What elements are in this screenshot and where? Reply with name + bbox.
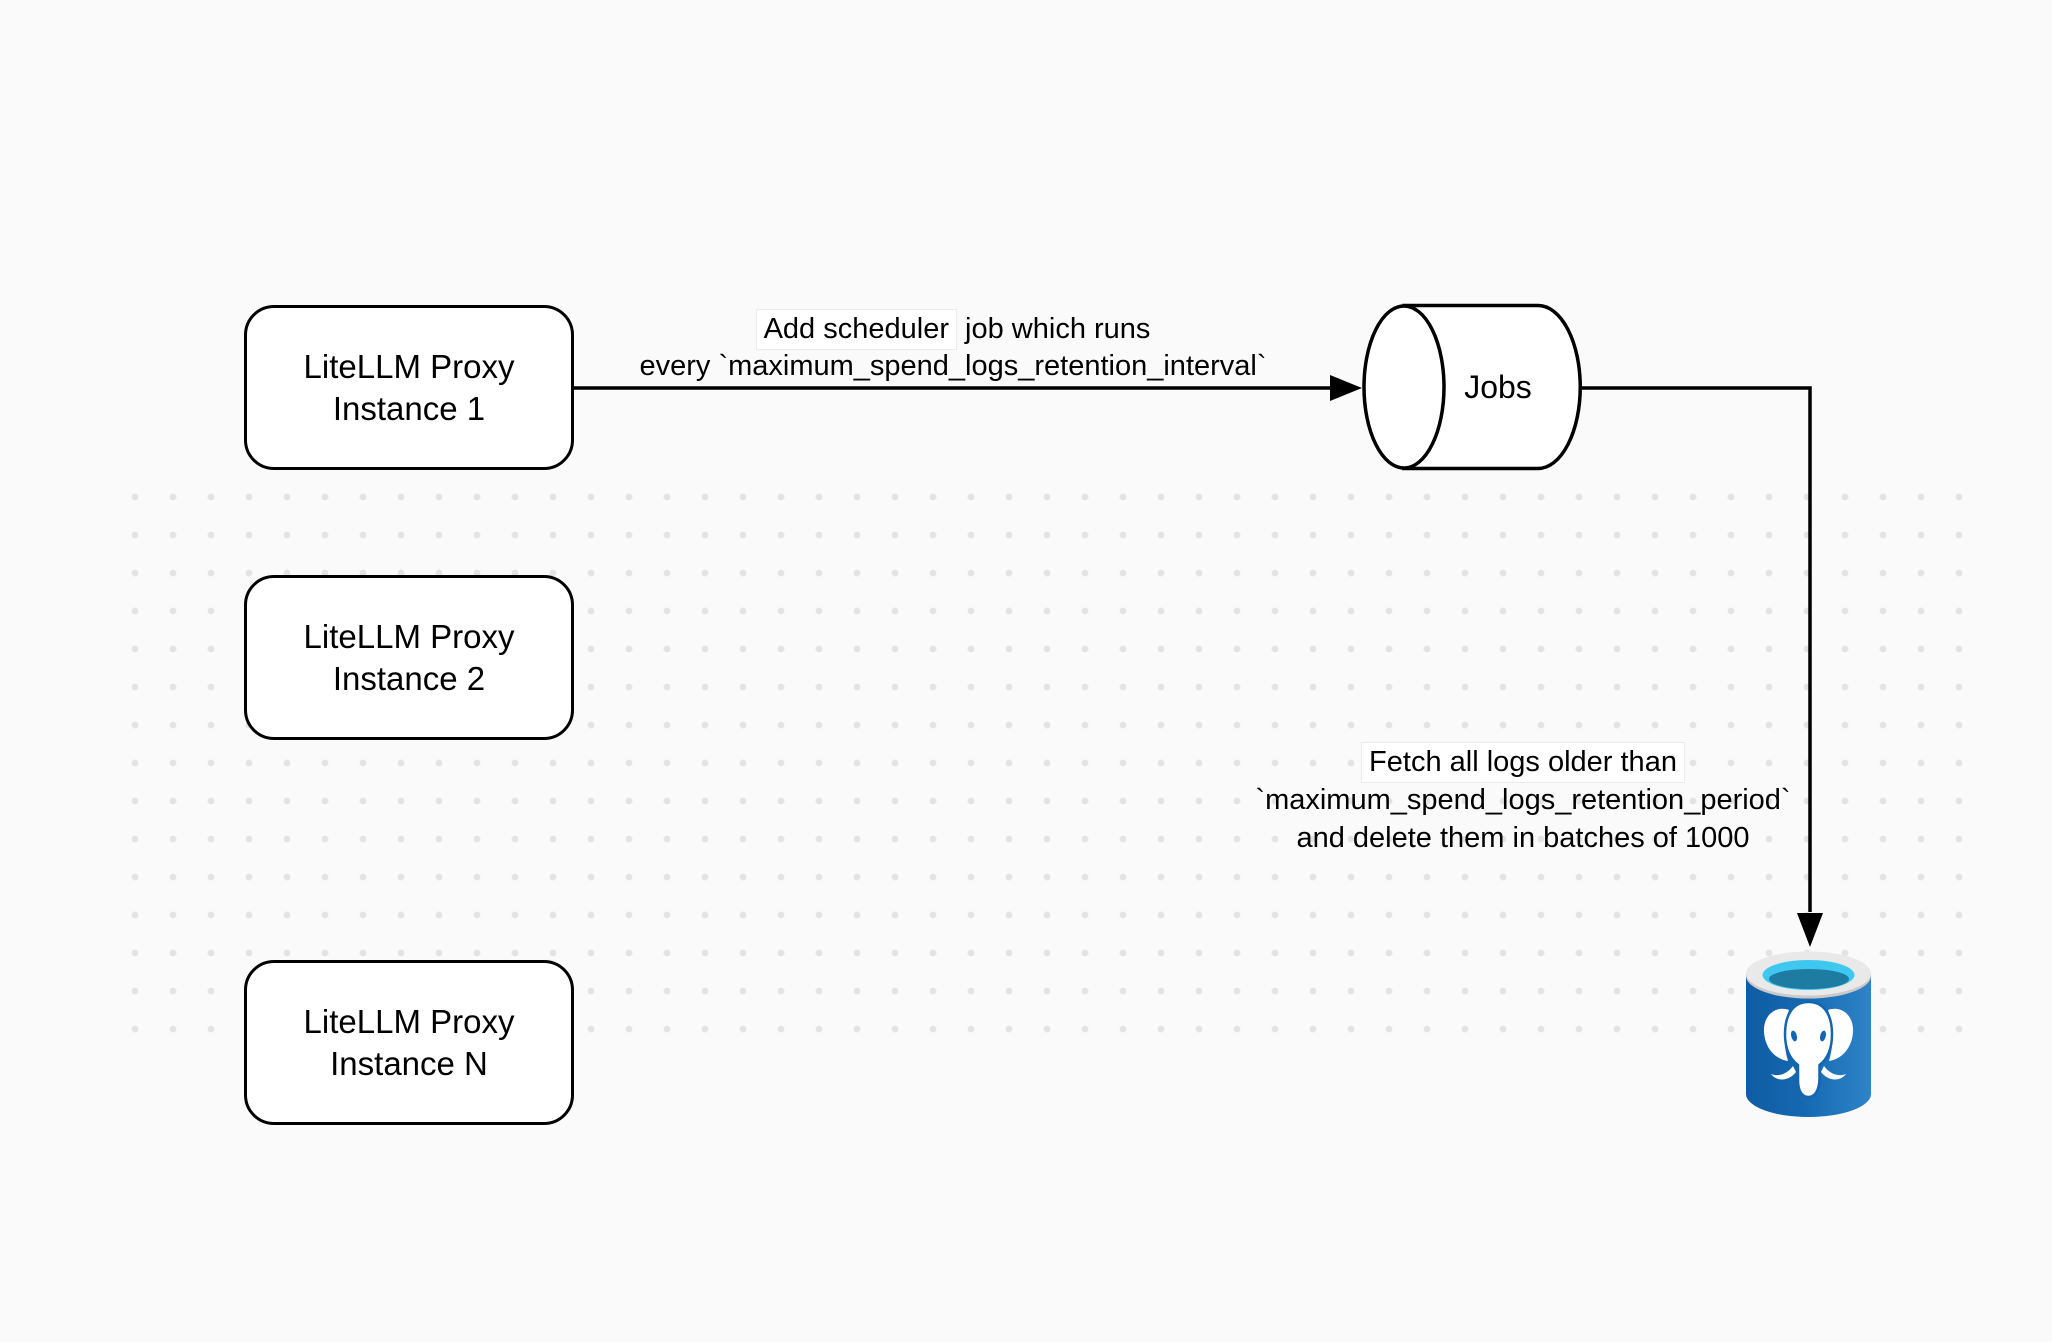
- node-label-line: Instance N: [330, 1044, 488, 1082]
- arrowhead-into-postgres-icon: [1797, 913, 1823, 947]
- edge-label-line: Add scheduler job which runs: [603, 309, 1303, 350]
- node-litellm-proxy-instance-2: LiteLLM Proxy Instance 2: [244, 575, 574, 740]
- datastore-cylinder-icon: [1362, 303, 1582, 471]
- node-label-line: LiteLLM Proxy: [303, 617, 515, 655]
- edge-label-scheduler: Add scheduler job which runs every `maxi…: [603, 309, 1303, 385]
- node-litellm-proxy-instance-n: LiteLLM Proxy Instance N: [244, 960, 574, 1125]
- edge-label-fetch-delete: Fetch all logs older than `maximum_spend…: [1173, 742, 1873, 857]
- edge-label-line: every `maximum_spend_logs_retention_inte…: [639, 350, 1267, 382]
- node-label-line: LiteLLM Proxy: [303, 1002, 515, 1040]
- node-litellm-proxy-instance-1: LiteLLM Proxy Instance 1: [244, 305, 574, 470]
- edge-label-line: and delete them in batches of 1000: [1296, 822, 1750, 854]
- edge-label-highlight: Add scheduler: [755, 309, 957, 350]
- node-label-line: Instance 1: [332, 389, 486, 427]
- postgres-elephant-glyph: [1763, 1000, 1854, 1099]
- node-label-line: Instance 2: [332, 659, 486, 697]
- node-label-line: LiteLLM Proxy: [303, 347, 515, 385]
- edge-label-line: Fetch all logs older than: [1173, 742, 1873, 783]
- edge-jobs-to-postgres: [1582, 386, 1812, 912]
- edge-label-highlight: Fetch all logs older than: [1361, 742, 1685, 783]
- node-postgresql-database: [1742, 946, 1875, 1123]
- arrowhead-into-jobs-icon: [1330, 375, 1362, 401]
- edge-label-text: job which runs: [956, 313, 1151, 345]
- edge-label-line: `maximum_spend_logs_retention_period`: [1255, 784, 1791, 816]
- node-jobs-datastore: Jobs: [1362, 303, 1582, 471]
- jobs-label: Jobs: [1464, 368, 1532, 405]
- postgresql-elephant-database-icon: [1746, 951, 1871, 1117]
